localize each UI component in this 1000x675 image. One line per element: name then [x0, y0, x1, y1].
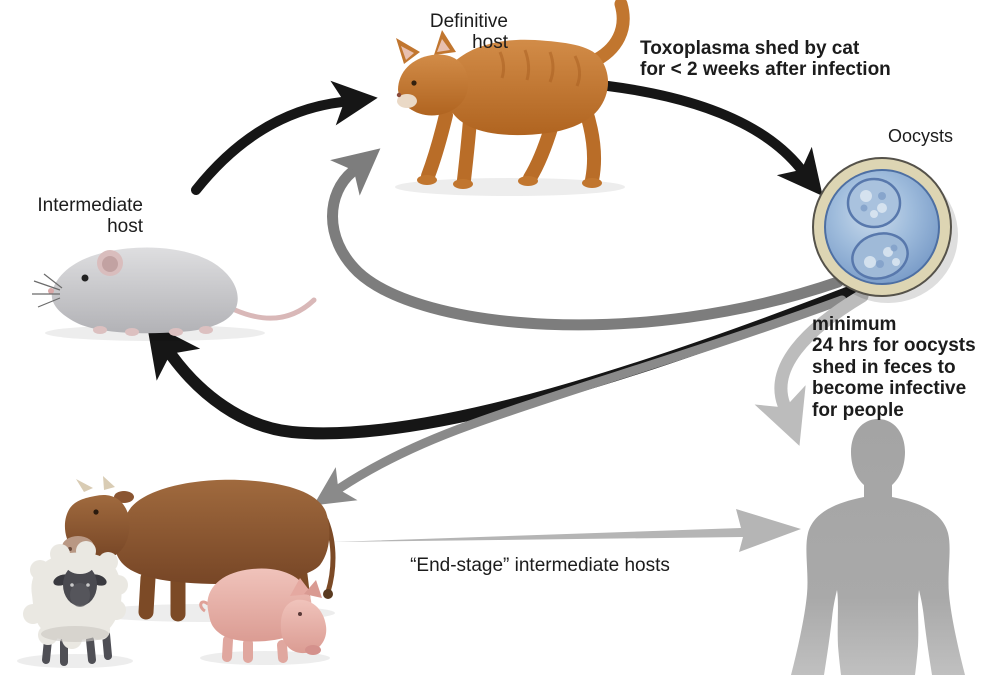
arrow-oocysts-to-cat: [327, 148, 844, 331]
cat-illustration: [395, 0, 630, 196]
arrow-cat-to-oocysts: [603, 81, 823, 196]
person-silhouette: [791, 419, 965, 675]
arrow-oocysts-to-farm-animals: [313, 295, 847, 506]
sheep-illustration: [17, 541, 133, 668]
oocyst-illustration: [812, 157, 958, 303]
arrow-oocysts-to-person: [754, 289, 869, 446]
oocysts-label: Oocysts: [888, 126, 954, 146]
intermediate-host-label: Intermediate host: [37, 195, 143, 238]
mouse-illustration: [32, 247, 317, 341]
end-stage-label: “End-stage” intermediate hosts: [410, 555, 670, 576]
toxoplasma-shed-note: Toxoplasma shed by cat for < 2 weeks aft…: [640, 38, 891, 81]
pig-illustration: [199, 568, 330, 665]
minimum-24hrs-note: minimum 24 hrs for oocysts shed in feces…: [812, 314, 976, 421]
definitive-host-label: Definitive host: [429, 11, 508, 54]
arrow-mouse-to-cat: [191, 80, 378, 195]
arrow-farm-animals-to-person: [333, 509, 801, 552]
